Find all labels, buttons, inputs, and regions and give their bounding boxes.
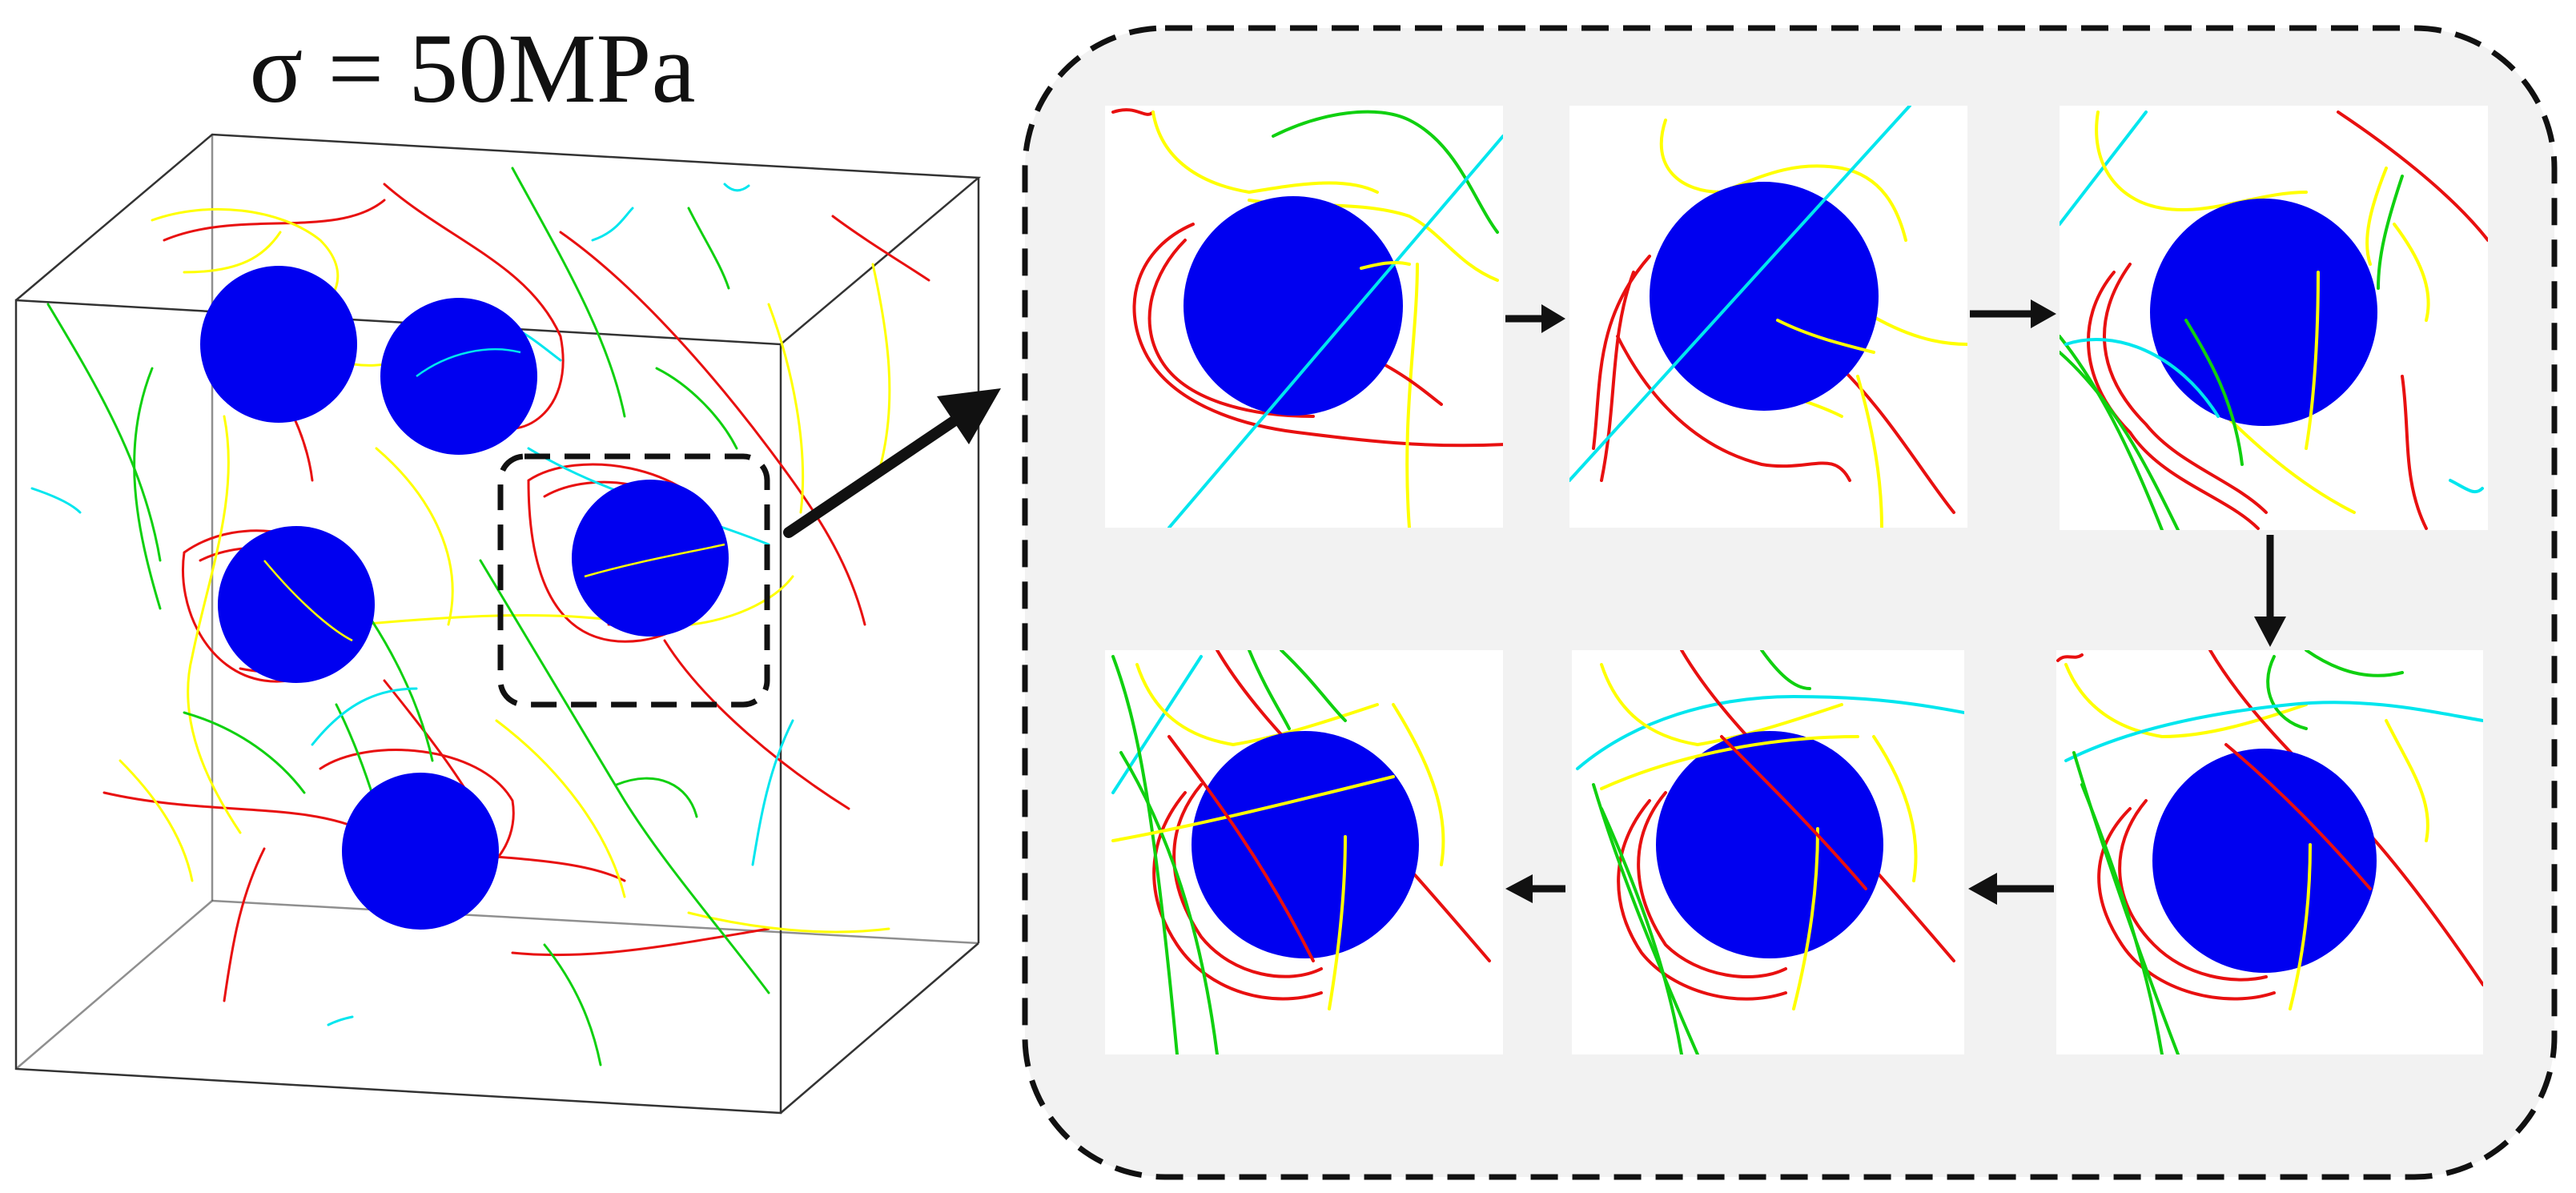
sequence-panel bbox=[1022, 25, 2558, 1180]
arrow-frame3-to-frame4 bbox=[2254, 535, 2286, 647]
frame-5 bbox=[1572, 650, 1964, 1054]
frame-4-particle bbox=[2152, 749, 2377, 973]
stress-title: σ = 50MPa bbox=[249, 14, 696, 123]
particle-4 bbox=[572, 480, 729, 637]
arrow-frame4-to-frame5 bbox=[1968, 873, 2054, 905]
frame-2-particle bbox=[1650, 182, 1879, 411]
frame-3 bbox=[2060, 106, 2488, 530]
sequence-arrows bbox=[1505, 299, 2286, 905]
frame-6-particle bbox=[1192, 731, 1419, 958]
frame-1 bbox=[1105, 106, 1503, 528]
frame-1-particle bbox=[1184, 196, 1403, 416]
arrow-frame1-to-frame2 bbox=[1505, 304, 1565, 333]
frame-3-particle bbox=[2150, 199, 2377, 426]
frame-2 bbox=[1569, 106, 1967, 528]
particle-2 bbox=[380, 298, 537, 455]
zoom-arrow bbox=[783, 388, 1001, 538]
particle-3 bbox=[218, 526, 375, 683]
box-wireframe bbox=[14, 133, 982, 1115]
zoom-region-marker bbox=[497, 453, 770, 708]
particle-1 bbox=[200, 266, 357, 423]
frame-6 bbox=[1105, 650, 1503, 1054]
simulation-box bbox=[14, 133, 982, 1115]
arrow-frame2-to-frame3 bbox=[1970, 299, 2056, 328]
overlay-lines bbox=[263, 348, 725, 642]
particle-5 bbox=[342, 773, 499, 930]
frame-4 bbox=[2056, 650, 2483, 1054]
arrow-frame5-to-frame6 bbox=[1505, 874, 1565, 903]
precipitate-particles bbox=[200, 266, 729, 930]
frame-5-particle bbox=[1656, 731, 1883, 958]
